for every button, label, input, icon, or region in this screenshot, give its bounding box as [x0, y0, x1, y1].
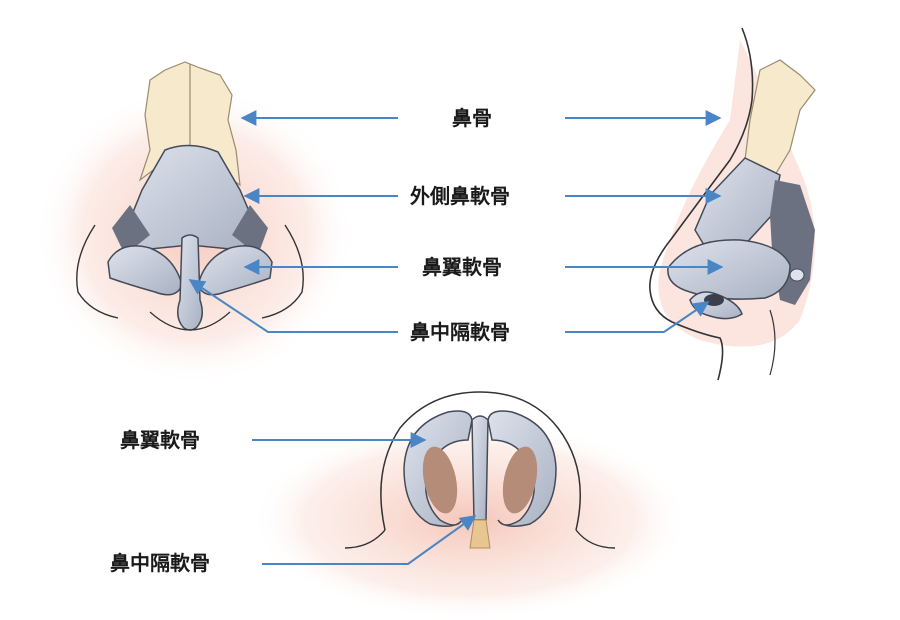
septal-cartilage-bottom	[471, 415, 489, 521]
front-view-nose	[35, 61, 355, 385]
profile-outline	[649, 27, 754, 381]
columella-base	[469, 519, 491, 549]
arrow-septal-right	[565, 301, 710, 333]
alar-cartilage-right-bottom	[487, 410, 557, 527]
face-outline-right	[261, 224, 304, 319]
nasal-bone-side	[744, 59, 816, 176]
nostril-side	[704, 294, 724, 306]
side-view-nose	[649, 27, 816, 381]
lateral-cartilage-dark-right	[232, 205, 268, 255]
profile-inner-line	[769, 309, 776, 376]
arrow-septal-left	[188, 279, 398, 333]
label-nasal-bone: 鼻骨	[452, 106, 492, 130]
bottom-view-nose	[250, 391, 690, 620]
label-septal-cartilage-bottom: 鼻中隔軟骨	[110, 551, 210, 575]
label-alar-cartilage-bottom: 鼻翼軟骨	[120, 428, 200, 452]
bottom-base-right	[575, 529, 616, 549]
nostril-left-bottom	[422, 446, 458, 514]
alar-small-cartilage	[789, 268, 805, 282]
face-outline-left	[76, 224, 119, 319]
label-septal-cartilage: 鼻中隔軟骨	[410, 320, 510, 344]
alar-cartilage-side	[667, 239, 791, 300]
label-alar-cartilage: 鼻翼軟骨	[422, 255, 502, 279]
pointer-arrows	[188, 110, 724, 565]
nostril-base-front	[149, 311, 231, 331]
bottom-base-left	[344, 529, 386, 549]
bottom-nose-outline	[380, 391, 581, 531]
label-lateral-cartilage: 外側鼻軟骨	[410, 184, 510, 208]
nostril-right-bottom	[502, 446, 538, 514]
arrow-septal-bottom	[262, 515, 477, 565]
lateral-cartilage-dark-left	[112, 205, 150, 255]
septal-cartilage-front	[177, 234, 203, 331]
